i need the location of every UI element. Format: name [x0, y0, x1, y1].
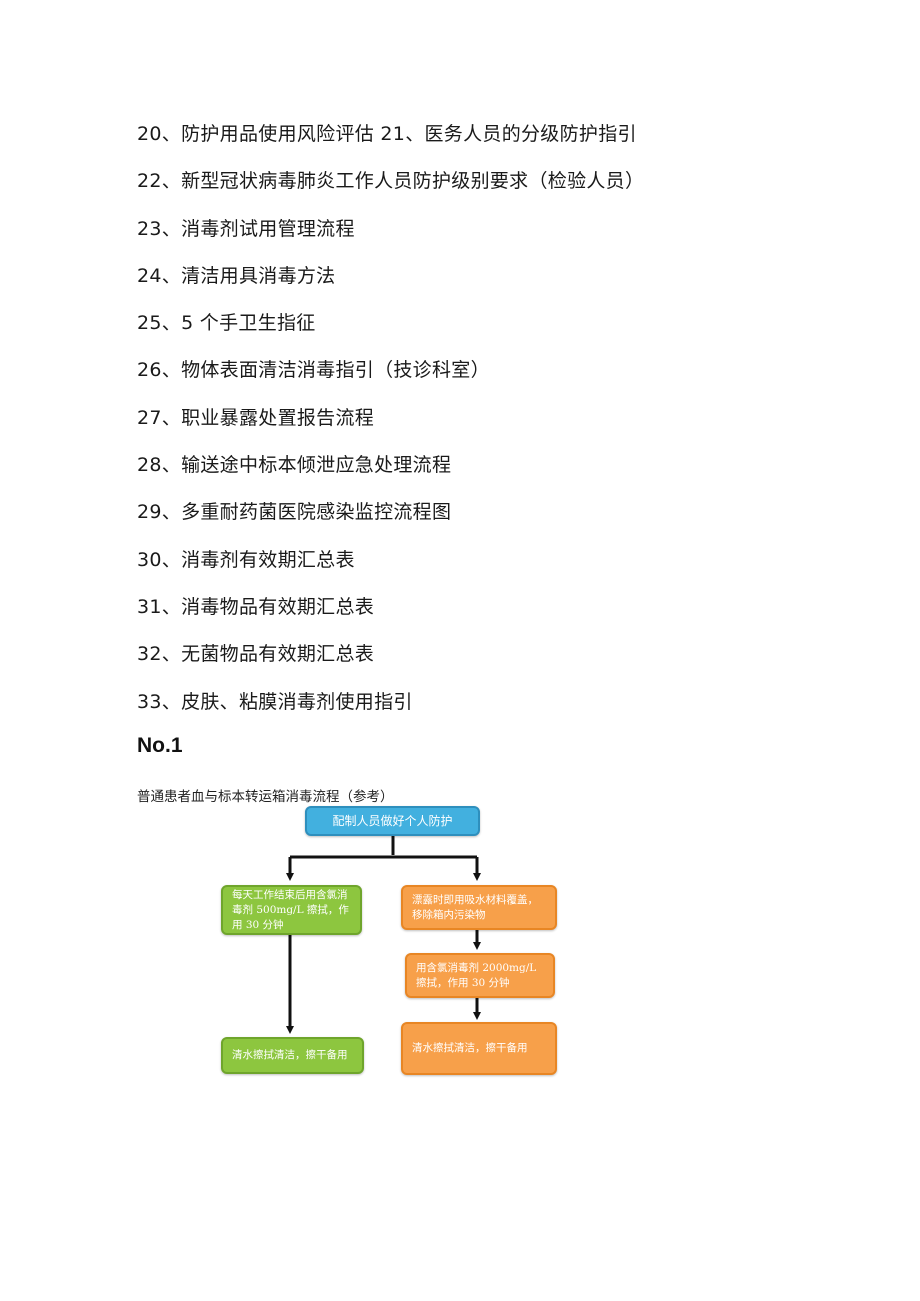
toc-item-33: 33、皮肤、粘膜消毒剂使用指引 — [137, 690, 413, 713]
toc-item-25: 25、5 个手卫生指征 — [137, 312, 316, 335]
flow-node-spill-disinfect: 用含氯消毒剂 2000mg/L 擦拭，作用 30 分钟 — [405, 953, 555, 998]
flow-node-spill-rinse: 清水擦拭清洁，擦干备用 — [401, 1022, 557, 1075]
toc-item-26: 26、物体表面清洁消毒指引（技诊科室） — [137, 359, 490, 382]
toc-item-29: 29、多重耐药菌医院感染监控流程图 — [137, 501, 452, 524]
flow-node-routine-disinfect-label: 每天工作结束后用含氯消毒剂 500mg/L 擦拭，作用 30 分钟 — [232, 888, 349, 931]
flow-node-spill-disinfect-label: 用含氯消毒剂 2000mg/L 擦拭，作用 30 分钟 — [416, 961, 537, 989]
toc-item-27: 27、职业暴露处置报告流程 — [137, 406, 375, 429]
toc-item-23: 23、消毒剂试用管理流程 — [137, 217, 355, 240]
toc-item-24: 24、清洁用具消毒方法 — [137, 264, 336, 287]
flow-node-routine-disinfect: 每天工作结束后用含氯消毒剂 500mg/L 擦拭，作用 30 分钟 — [221, 885, 362, 935]
toc-item-30: 30、消毒剂有效期汇总表 — [137, 548, 355, 571]
flow-node-spill-cover-label: 漂露时即用吸水材料覆盖，移除箱内污染物 — [412, 893, 538, 921]
toc-item-22: 22、新型冠状病毒肺炎工作人员防护级别要求（检验人员） — [137, 170, 645, 193]
flow-node-start: 配制人员做好个人防护 — [305, 806, 480, 836]
toc-item-28: 28、输送途中标本倾泄应急处理流程 — [137, 454, 452, 477]
toc-list: 20、防护用品使用风险评估 21、医务人员的分级防护指引 22、新型冠状病毒肺炎… — [137, 118, 644, 733]
toc-item-32: 32、无菌物品有效期汇总表 — [137, 643, 375, 666]
toc-item-31: 31、消毒物品有效期汇总表 — [137, 595, 375, 618]
flowchart-caption: 普通患者血与标本转运箱消毒流程（参考） — [137, 789, 394, 805]
toc-item-20-21: 20、防护用品使用风险评估 21、医务人员的分级防护指引 — [137, 123, 637, 145]
flow-node-spill-rinse-label: 清水擦拭清洁，擦干备用 — [412, 1042, 528, 1054]
section-heading: No.1 — [137, 734, 183, 757]
flow-node-routine-rinse-label: 清水擦拭清洁，擦干备用 — [232, 1049, 348, 1061]
flow-node-start-label: 配制人员做好个人防护 — [332, 813, 453, 828]
flow-node-routine-rinse: 清水擦拭清洁，擦干备用 — [221, 1037, 364, 1074]
flow-node-spill-cover: 漂露时即用吸水材料覆盖，移除箱内污染物 — [401, 885, 557, 930]
